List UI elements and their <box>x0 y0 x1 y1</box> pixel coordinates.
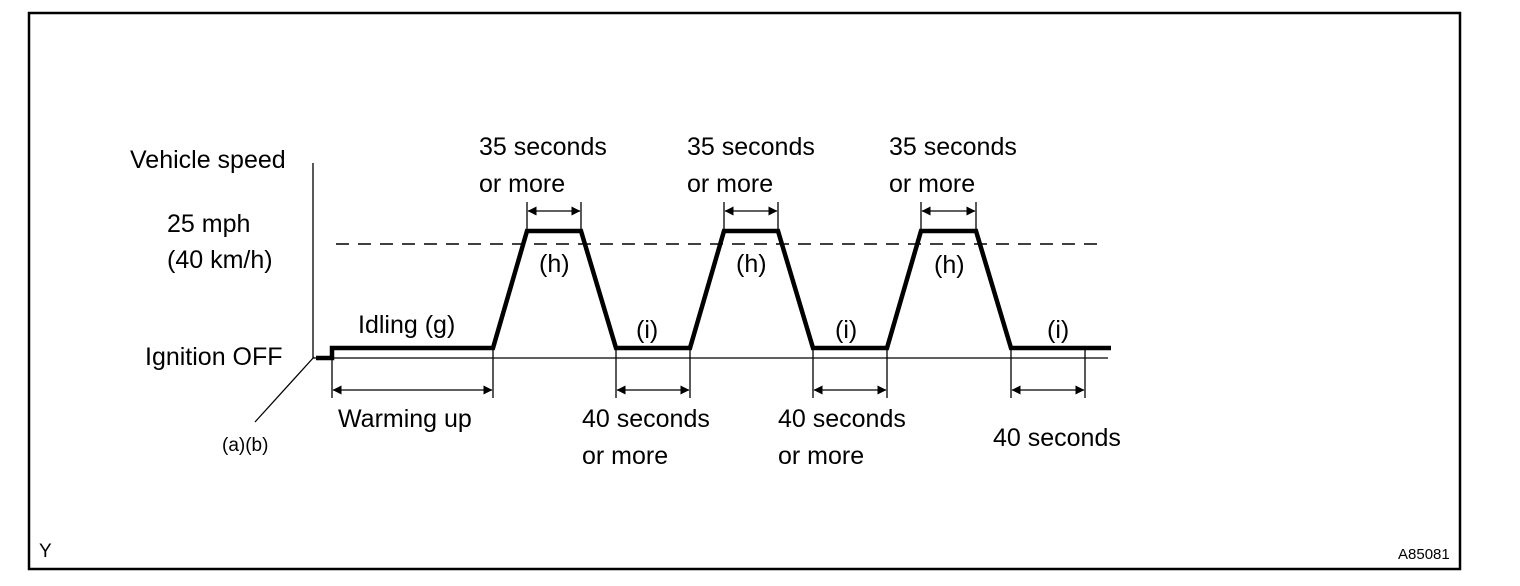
idle-duration-2-line2: or more <box>778 442 864 470</box>
speed-kmh-label: (40 km/h) <box>167 246 273 274</box>
step-ab-label: (a)(b) <box>222 435 268 456</box>
idle-duration-1-line1: 40 seconds <box>582 405 710 433</box>
cruise-duration-2-line2: or more <box>687 170 773 198</box>
cruise-duration-1-line1: 35 seconds <box>479 133 607 161</box>
figure-code: A85081 <box>1398 546 1450 563</box>
cruise-duration-1-line2: or more <box>479 170 565 198</box>
phase-i-label-2: (i) <box>835 316 857 344</box>
idling-label: Idling (g) <box>358 311 455 339</box>
cruise-duration-2-line1: 35 seconds <box>687 133 815 161</box>
corner-letter: Y <box>39 541 52 562</box>
dimension-arrows <box>332 206 1085 395</box>
y-axis-label: Vehicle speed <box>130 146 286 174</box>
ignition-start-line <box>254 356 315 423</box>
cruise-duration-3-line1: 35 seconds <box>889 133 1017 161</box>
cruise-duration-3-line2: or more <box>889 170 975 198</box>
ignition-off-label: Ignition OFF <box>145 343 283 371</box>
phase-i-label-1: (i) <box>636 316 658 344</box>
idle-duration-2-line1: 40 seconds <box>778 405 906 433</box>
speed-mph-label: 25 mph <box>167 210 250 238</box>
idle-duration-3-label: 40 seconds <box>993 424 1121 452</box>
figure-frame <box>27 11 1462 571</box>
warming-up-label: Warming up <box>338 405 472 433</box>
phase-h-label-2: (h) <box>736 250 767 278</box>
phase-h-label-1: (h) <box>539 250 570 278</box>
dimension-ticks <box>331 202 1086 398</box>
phase-h-label-3: (h) <box>934 251 965 279</box>
speed-profile <box>316 228 1111 361</box>
phase-i-label-3: (i) <box>1047 316 1069 344</box>
idle-duration-1-line2: or more <box>582 442 668 470</box>
